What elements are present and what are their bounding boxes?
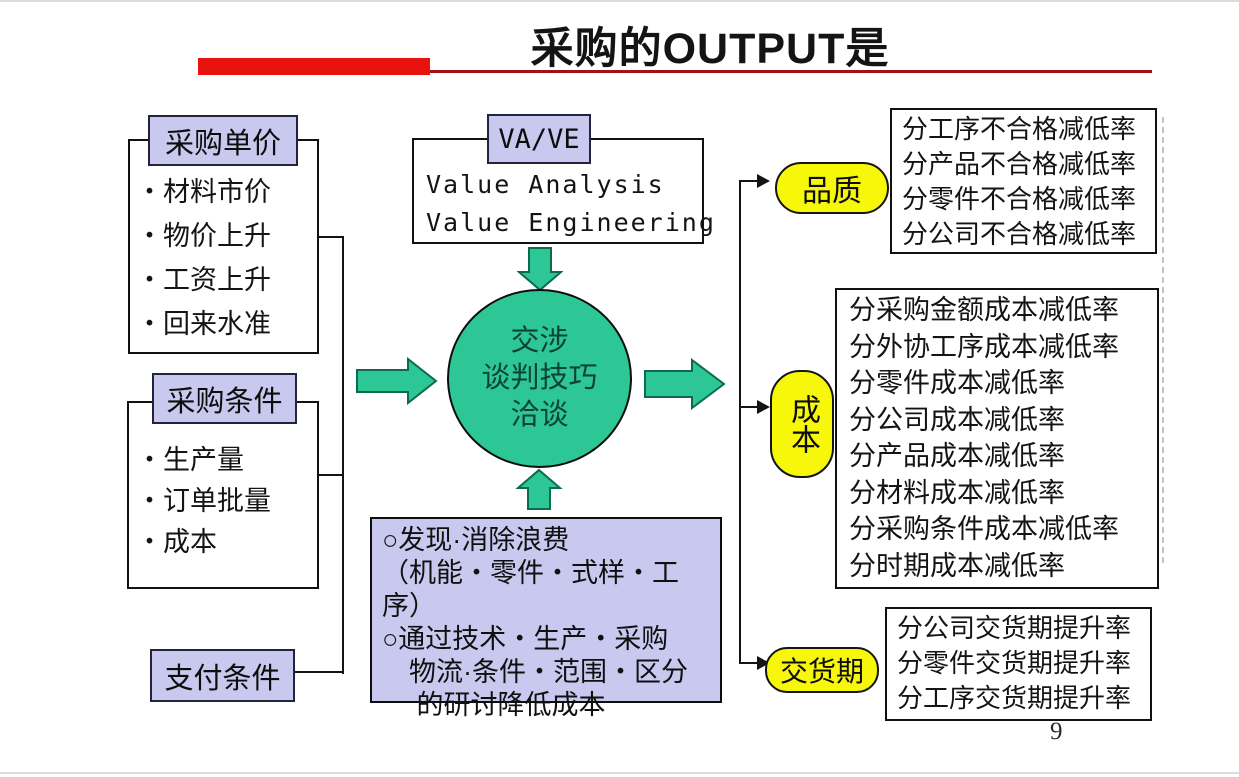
quality-outputs-list: 分工序不合格减低率分产品不合格减低率分零件不合格减低率分公司不合格减低率: [902, 112, 1136, 252]
arrow-input-icon: [356, 357, 438, 405]
list-item: ・生产量: [136, 445, 244, 475]
purchase-price-header: 采购单价: [148, 115, 298, 166]
cost-outputs-box: [835, 288, 1159, 589]
list-item: （机能・零件・式样・工: [382, 558, 679, 588]
cost-reduction-box: [370, 517, 722, 703]
arrow-down-icon: [517, 247, 563, 292]
cost-label: 成本: [786, 394, 819, 454]
cost-outputs-list: 分采购金额成本减低率分外协工序成本减低率分零件成本减低率分公司成本减低率分产品成…: [849, 292, 1119, 584]
branch-arrow-quality-line: [739, 180, 759, 182]
connector-stub-payment-terms: [290, 671, 344, 673]
page-title: 采购的OUTPUT是: [530, 25, 890, 73]
delivery-outputs-list: 分公司交货期提升率分零件交货期提升率分工序交货期提升率: [897, 611, 1131, 716]
list-item: 分时期成本减低率: [849, 550, 1065, 581]
list-item: 分零件成本减低率: [849, 368, 1065, 398]
list-item: ○发现·消除浪费: [382, 525, 570, 555]
list-item: 谈判技巧: [481, 362, 598, 394]
purchase-terms-header: 采购条件: [152, 373, 297, 424]
list-item: 分零件不合格减低率: [902, 184, 1137, 214]
purchase-price-list: ・材料市价・物价上升・工资上升・回来水准: [136, 170, 271, 346]
delivery-ellipse: 交货期: [765, 647, 879, 693]
list-item: 分产品不合格减低率: [902, 149, 1137, 179]
list-item: ・回来水准: [136, 309, 271, 339]
page-number: 9: [1050, 718, 1063, 745]
list-item: 洽谈: [510, 399, 569, 431]
list-item: 分产品成本减低率: [849, 441, 1065, 471]
list-item: 分公司交货期提升率: [897, 613, 1132, 643]
list-item: 的研讨降低成本: [382, 690, 606, 720]
title-underline: [430, 70, 1152, 73]
connector-stub-purchase-terms: [315, 474, 343, 476]
list-item: Value Engineering: [426, 208, 716, 237]
list-item: ・成本: [136, 527, 217, 557]
purchase-terms-list: ・生产量・订单批量・成本: [136, 440, 271, 563]
list-item: 分工序不合格减低率: [902, 114, 1137, 144]
connector-left-vertical: [342, 236, 344, 674]
list-item: 分材料成本减低率: [849, 477, 1065, 508]
list-item: ・材料市价: [136, 177, 271, 207]
quality-outputs-box: [890, 108, 1157, 254]
delivery-outputs-box: [885, 607, 1152, 721]
title-accent-bar: [198, 58, 430, 75]
cost-ellipse: 成本: [770, 370, 834, 478]
list-item: Value Analysis: [426, 170, 665, 199]
list-item: 分零件交货期提升率: [897, 648, 1132, 678]
purchase-price-header-label: 采购单价: [164, 127, 281, 160]
list-item: 分外协工序成本减低率: [849, 331, 1119, 362]
arrow-up-icon: [515, 468, 563, 510]
purchase-terms-box: [127, 401, 319, 589]
list-item: 分公司不合格减低率: [902, 219, 1137, 249]
negotiation-circle: 交涉谈判技巧洽谈: [447, 289, 632, 468]
quality-ellipse: 品质: [775, 162, 889, 214]
list-item: 序）: [382, 591, 436, 621]
list-item: ○通过技术・生产・采购: [382, 624, 669, 654]
list-item: 分采购条件成本减低率: [849, 514, 1119, 544]
list-item: 分采购金额成本减低率: [849, 295, 1119, 325]
slide-bottom-edge: [0, 772, 1239, 774]
slide-top-edge: [0, 0, 1239, 2]
delivery-label: 交货期: [779, 656, 864, 687]
branch-arrow-cost-line: [739, 406, 759, 408]
dashed-guide-line: [1162, 117, 1164, 563]
cost-reduction-lines: ○发现·消除浪费（机能・零件・式样・工序）○通过技术・生产・采购 物流·条件・范…: [382, 524, 688, 722]
list-item: ・物价上升: [136, 221, 271, 251]
list-item: ・工资上升: [136, 265, 271, 295]
list-item: 交涉: [510, 325, 569, 357]
branch-arrow-quality-head: [757, 174, 770, 188]
branch-arrow-delivery-line: [739, 662, 759, 664]
quality-label: 品质: [802, 175, 862, 208]
branch-vertical-line: [739, 180, 741, 664]
purchase-price-box: [128, 139, 319, 354]
arrow-output-icon: [644, 358, 726, 410]
list-item: 物流·条件・范围・区分: [382, 657, 688, 687]
vave-header: VA/VE: [487, 114, 591, 164]
payment-terms-box: 支付条件: [150, 649, 295, 702]
payment-terms-label: 支付条件: [164, 662, 281, 695]
list-item: 分公司成本减低率: [849, 404, 1065, 435]
list-item: 分工序交货期提升率: [897, 683, 1132, 713]
purchase-terms-header-label: 采购条件: [166, 385, 283, 418]
vave-header-label: VA/VE: [498, 123, 580, 155]
connector-stub-purchase-price: [313, 236, 343, 238]
list-item: ・订单批量: [136, 486, 271, 516]
branch-arrow-cost-head: [757, 400, 770, 414]
